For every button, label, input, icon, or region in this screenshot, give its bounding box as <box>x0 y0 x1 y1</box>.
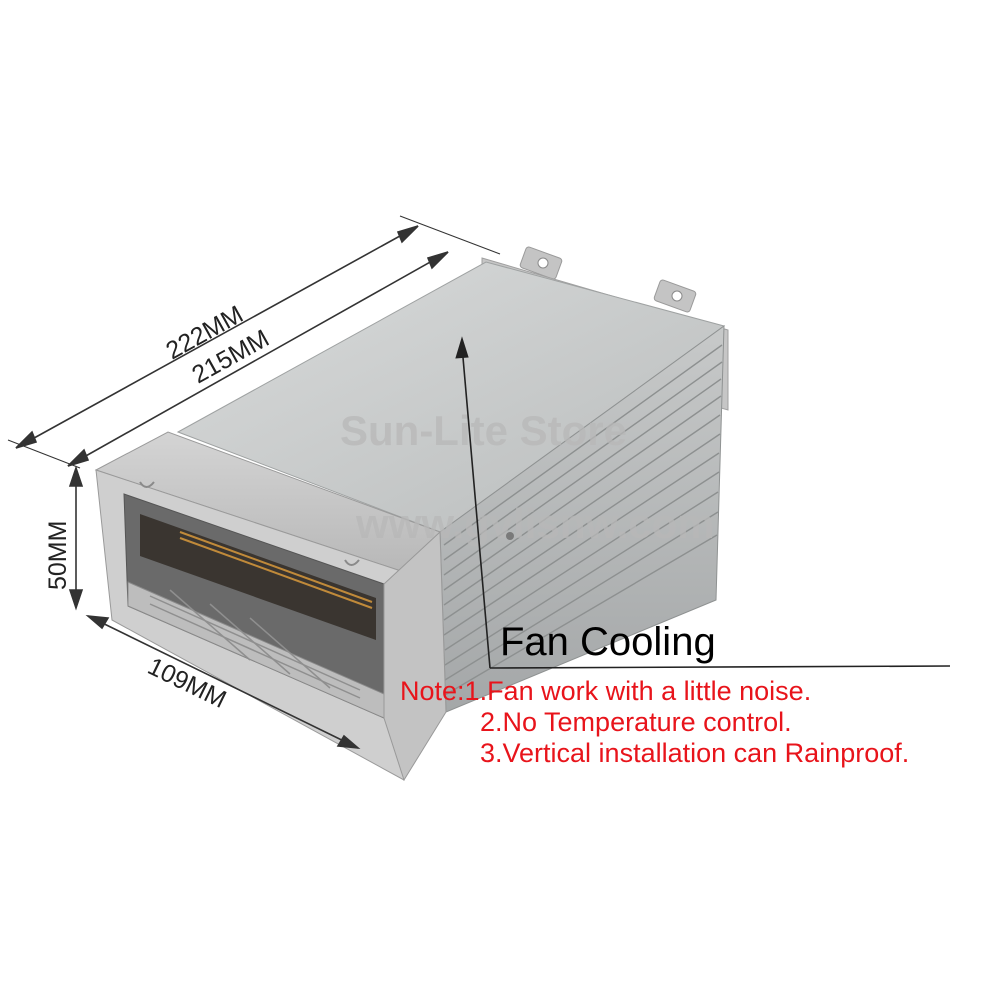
power-supply-housing <box>94 246 729 782</box>
fan-callout-pointer <box>455 336 951 669</box>
fan-cooling-title: Fan Cooling <box>500 620 716 664</box>
dimension-line-outer-length <box>7 215 501 469</box>
note-line-1: Note:1.Fan work with a little noise. <box>400 676 909 707</box>
height-label: 50MM <box>44 521 72 590</box>
dimension-line-height <box>68 465 84 611</box>
dimension-line-inner-length <box>67 251 449 467</box>
front-end-cap <box>94 431 447 782</box>
note-item-1: 1.Fan work with a little noise. <box>464 676 812 706</box>
dimension-line-width <box>85 614 361 750</box>
note-item-2: 2.No Temperature control. <box>480 707 792 737</box>
note-item-3: 3.Vertical installation can Rainproof. <box>480 738 910 768</box>
notes-block: Note:1.Fan work with a little noise. 2.N… <box>400 676 909 769</box>
url-watermark: www.gvlisnw.com <box>355 500 715 547</box>
note-prefix: Note: <box>400 676 465 706</box>
store-watermark: Sun-Lite Store <box>340 407 627 454</box>
